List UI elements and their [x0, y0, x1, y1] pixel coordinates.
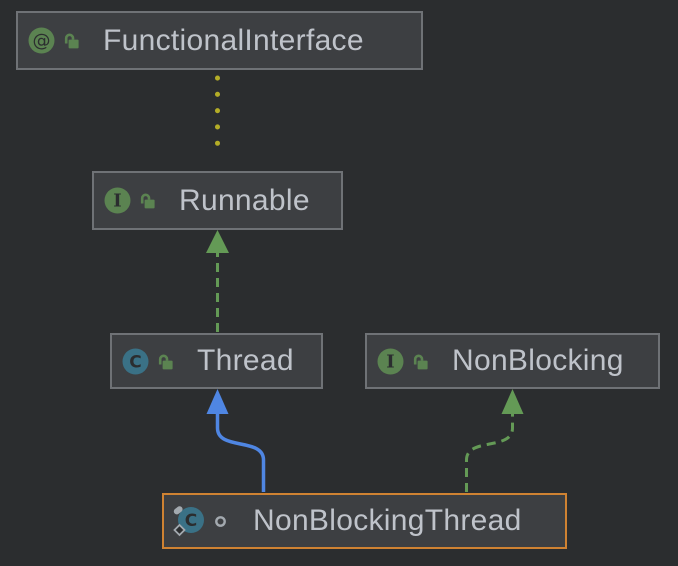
node-nonblocking[interactable]: I NonBlocking	[365, 333, 660, 389]
node-thread[interactable]: C Thread	[110, 333, 323, 389]
arrowhead-extends-thread	[206, 389, 229, 414]
node-nonblockingthread[interactable]: C NonBlockingThread	[162, 493, 567, 549]
edge-extends-nonblockingthread-thread[interactable]	[215, 413, 266, 492]
svg-text:C: C	[129, 352, 141, 372]
arrowhead-implements-nonblocking	[501, 389, 524, 414]
annotation-icon: @	[28, 27, 55, 54]
node-label: NonBlockingThread	[253, 504, 522, 537]
node-label: Runnable	[179, 183, 310, 217]
unlocked-icon	[156, 352, 175, 371]
svg-text:@: @	[33, 31, 51, 52]
node-runnable[interactable]: I Runnable	[92, 171, 343, 230]
node-functionalinterface[interactable]: @ FunctionalInterface	[16, 11, 423, 70]
unlocked-icon	[411, 352, 430, 371]
edge-implements-nonblockingthread-nonblocking[interactable]	[465, 413, 514, 492]
node-label: Thread	[197, 344, 294, 377]
interface-icon: I	[377, 348, 404, 375]
node-label: NonBlocking	[452, 344, 624, 377]
class-decorated-icon: C	[171, 503, 207, 539]
unlocked-icon	[138, 191, 157, 210]
svg-text:C: C	[185, 511, 197, 531]
unlocked-icon	[62, 31, 81, 50]
node-label: FunctionalInterface	[103, 23, 364, 57]
svg-text:I: I	[386, 351, 394, 372]
class-icon: C	[122, 348, 149, 375]
svg-text:I: I	[113, 191, 121, 212]
package-private-icon	[214, 515, 227, 528]
arrowhead-implements-runnable	[206, 230, 229, 253]
interface-icon: I	[104, 187, 131, 214]
